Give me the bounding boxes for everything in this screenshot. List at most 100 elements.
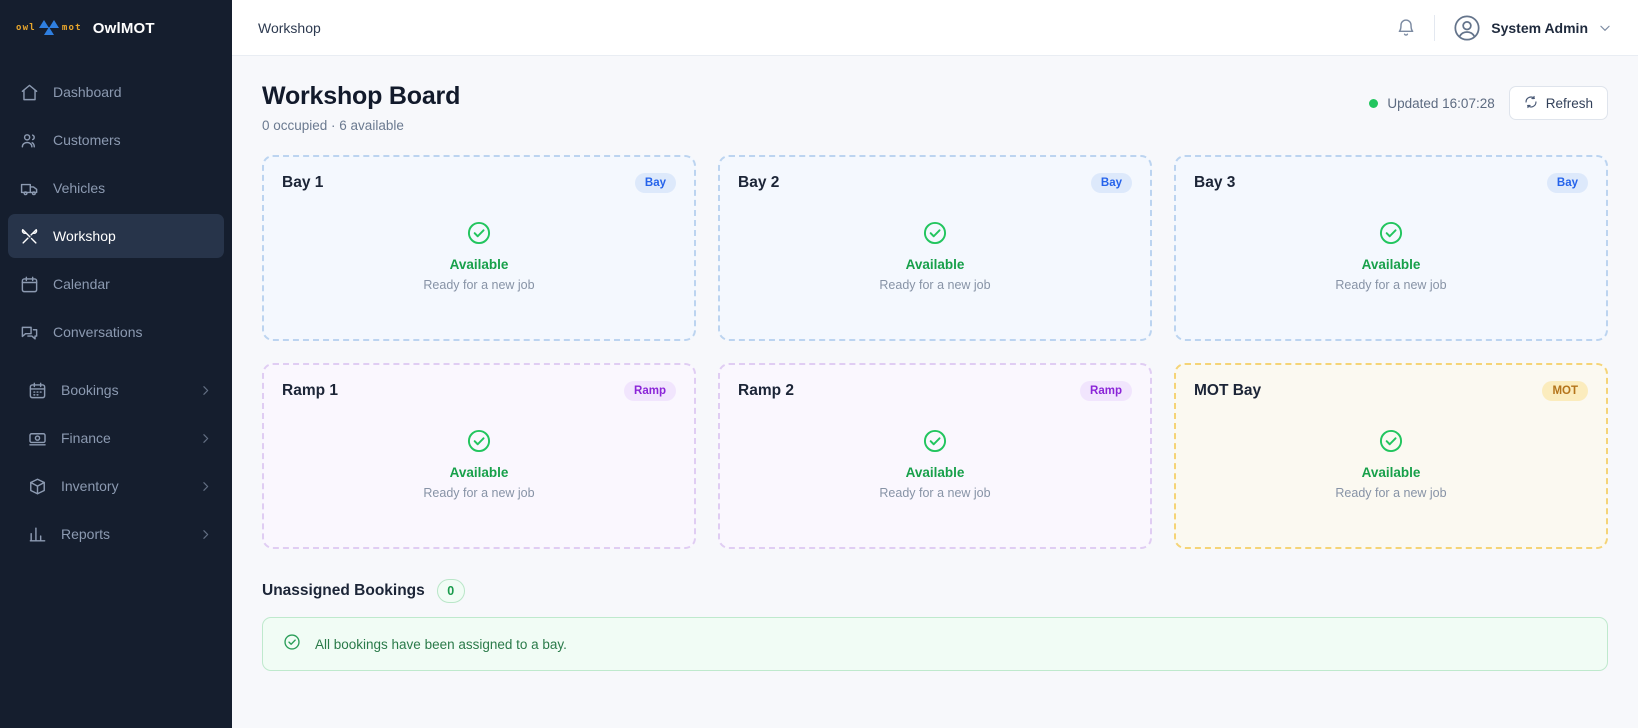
bell-icon[interactable]: [1396, 18, 1416, 38]
sidebar-item-finance[interactable]: Finance: [8, 416, 224, 460]
check-circle-icon: [922, 220, 948, 246]
updated-status: Updated 16:07:28: [1369, 95, 1495, 111]
banknote-icon: [28, 429, 47, 448]
page-header-actions: Updated 16:07:28 Refresh: [1369, 82, 1608, 120]
bay-card-body: Available Ready for a new job: [738, 397, 1132, 531]
bay-card-body: Available Ready for a new job: [282, 397, 676, 531]
bay-type-badge: Bay: [1546, 173, 1588, 193]
all-assigned-alert-text: All bookings have been assigned to a bay…: [315, 636, 567, 652]
sidebar-item-reports[interactable]: Reports: [8, 512, 224, 556]
refresh-button[interactable]: Refresh: [1508, 86, 1608, 120]
bay-hint: Ready for a new job: [423, 278, 535, 292]
page-header: Workshop Board 0 occupied · 6 available …: [262, 82, 1608, 133]
bay-hint: Ready for a new job: [423, 486, 535, 500]
calendar-icon: [20, 275, 39, 294]
user-avatar-icon: [1453, 14, 1481, 42]
sidebar-item-workshop[interactable]: Workshop: [8, 214, 224, 258]
bay-card-header: Ramp 1 Ramp: [282, 381, 676, 401]
bay-card-bay-2[interactable]: Bay 2 Bay Available Ready for a new job: [718, 155, 1152, 341]
bay-card-bay-3[interactable]: Bay 3 Bay Available Ready for a new job: [1174, 155, 1608, 341]
sidebar-item-label: Vehicles: [53, 180, 106, 196]
sidebar-item-label: Conversations: [53, 324, 143, 340]
updated-label: Updated 16:07:28: [1387, 95, 1495, 111]
tools-icon: [20, 227, 39, 246]
page-title: Workshop Board: [262, 82, 461, 110]
bay-card-body: Available Ready for a new job: [738, 189, 1132, 323]
refresh-label: Refresh: [1545, 95, 1593, 111]
chevron-down-icon: [1598, 21, 1612, 35]
check-circle-icon: [1378, 220, 1404, 246]
sidebar-item-customers[interactable]: Customers: [8, 118, 224, 162]
bay-status: Available: [449, 465, 509, 480]
sidebar-item-label: Bookings: [61, 382, 119, 398]
sidebar-item-label: Finance: [61, 430, 111, 446]
bay-status: Available: [1361, 465, 1421, 480]
sidebar-item-label: Dashboard: [53, 84, 122, 100]
breadcrumb: Workshop: [258, 19, 321, 36]
chevron-right-icon: [199, 384, 212, 397]
unassigned-count-badge: 0: [436, 579, 465, 603]
sidebar-nav: Dashboard Customers Vehicles Workshop Ca…: [0, 68, 232, 558]
bay-type-badge: Ramp: [1080, 381, 1132, 401]
truck-icon: [20, 179, 39, 198]
sidebar-item-label: Reports: [61, 526, 111, 542]
all-assigned-alert: All bookings have been assigned to a bay…: [262, 617, 1608, 671]
page-subtitle: 0 occupied · 6 available: [262, 118, 404, 133]
bay-card-mot-bay[interactable]: MOT Bay MOT Available Ready for a new jo…: [1174, 363, 1608, 549]
bay-grid: Bay 1 Bay Available Ready for a new job …: [262, 155, 1608, 549]
bay-status: Available: [905, 465, 965, 480]
users-icon: [20, 131, 39, 150]
sidebar-item-calendar[interactable]: Calendar: [8, 262, 224, 306]
sidebar-item-label: Workshop: [53, 228, 116, 244]
sidebar-item-bookings[interactable]: Bookings: [8, 368, 224, 412]
bay-name: Bay 3: [1194, 174, 1236, 191]
topbar-divider: [1434, 14, 1436, 41]
sidebar-item-vehicles[interactable]: Vehicles: [8, 166, 224, 210]
topbar-actions: System Admin: [1396, 14, 1612, 42]
brand-name: OwlMOT: [92, 19, 155, 37]
bay-card-ramp-2[interactable]: Ramp 2 Ramp Available Ready for a new jo…: [718, 363, 1152, 549]
bay-card-header: Bay 1 Bay: [282, 173, 676, 193]
bay-card-header: MOT Bay MOT: [1194, 381, 1588, 401]
bay-card-body: Available Ready for a new job: [1194, 397, 1588, 531]
home-icon: [20, 83, 39, 102]
chat-icon: [20, 323, 39, 342]
check-circle-icon: [466, 220, 492, 246]
chevron-right-icon: [199, 432, 212, 445]
bay-hint: Ready for a new job: [879, 486, 991, 500]
topbar: Workshop System Admin: [232, 0, 1638, 56]
check-circle-icon: [466, 428, 492, 454]
brand[interactable]: owl mot OwlMOT: [0, 0, 232, 56]
check-circle-icon: [1378, 428, 1404, 454]
unassigned-bookings-header: Unassigned Bookings 0: [262, 579, 1608, 603]
user-name: System Admin: [1491, 19, 1588, 36]
box-icon: [28, 477, 47, 496]
check-circle-icon: [922, 428, 948, 454]
bay-card-bay-1[interactable]: Bay 1 Bay Available Ready for a new job: [262, 155, 696, 341]
bay-card-ramp-1[interactable]: Ramp 1 Ramp Available Ready for a new jo…: [262, 363, 696, 549]
triangle-group-icon: [38, 20, 59, 36]
bay-status: Available: [1361, 257, 1421, 272]
sidebar-item-dashboard[interactable]: Dashboard: [8, 70, 224, 114]
bay-card-body: Available Ready for a new job: [1194, 189, 1588, 323]
bay-card-body: Available Ready for a new job: [282, 189, 676, 323]
chevron-right-icon: [199, 528, 212, 541]
unassigned-bookings-title: Unassigned Bookings: [262, 582, 425, 599]
page-content: Workshop Board 0 occupied · 6 available …: [232, 56, 1638, 728]
chevron-right-icon: [199, 480, 212, 493]
bay-name: Ramp 2: [738, 382, 794, 399]
sidebar-item-label: Customers: [53, 132, 121, 148]
refresh-icon: [1524, 95, 1538, 112]
logo-text-right: mot: [61, 23, 82, 33]
sidebar-item-inventory[interactable]: Inventory: [8, 464, 224, 508]
sidebar-item-label: Inventory: [61, 478, 119, 494]
logo-text-left: owl: [16, 23, 36, 33]
bay-card-header: Bay 2 Bay: [738, 173, 1132, 193]
user-menu[interactable]: System Admin: [1453, 14, 1612, 42]
bay-name: MOT Bay: [1194, 382, 1262, 399]
bay-status: Available: [905, 257, 965, 272]
bay-card-header: Ramp 2 Ramp: [738, 381, 1132, 401]
bay-type-badge: MOT: [1542, 381, 1588, 401]
sidebar-item-conversations[interactable]: Conversations: [8, 310, 224, 354]
